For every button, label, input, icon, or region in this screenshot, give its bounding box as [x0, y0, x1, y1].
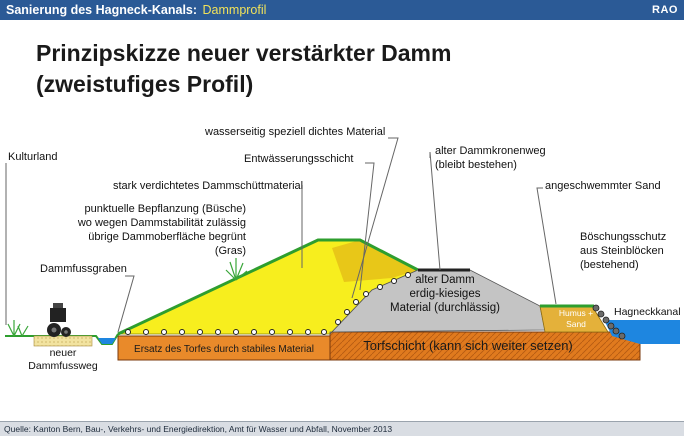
drainage-layer	[125, 272, 411, 335]
svg-text:neuer: neuer	[50, 347, 77, 359]
header-title: Sanierung des Hagneck-Kanals:	[6, 3, 198, 17]
svg-text:(bleibt bestehen): (bleibt bestehen)	[435, 159, 517, 171]
label-boeschungsschutz: Böschungsschutz aus Steinblöcken (besteh…	[580, 231, 666, 271]
svg-text:wo wegen Dammstabilität zuläss: wo wegen Dammstabilität zulässig	[77, 217, 246, 229]
label-ersatz: Ersatz des Torfes durch stabiles Materia…	[134, 344, 314, 355]
grass-cover	[117, 238, 419, 336]
dam-cross-section-diagram: Kulturland wasserseitig speziell dichtes…	[5, 126, 681, 372]
headline-line-1: Prinzipskizze neuer verstärkter Damm	[36, 40, 452, 66]
label-wasserseitig: wasserseitig speziell dichtes Material	[204, 126, 385, 138]
svg-text:Sand: Sand	[566, 319, 586, 329]
svg-text:(Gras): (Gras)	[215, 245, 246, 257]
header-subtitle: Dammprofil	[202, 3, 267, 17]
source-footer: Quelle: Kanton Bern, Bau-, Verkehrs- und…	[0, 421, 684, 436]
label-dammfussgraben: Dammfussgraben	[40, 263, 127, 275]
header-bar: Sanierung des Hagneck-Kanals: Dammprofil…	[0, 0, 684, 20]
headline-line-2: (zweistufiges Profil)	[36, 71, 254, 97]
label-kulturland: Kulturland	[8, 151, 58, 163]
ditch-water	[98, 338, 116, 344]
svg-text:Material (durchlässig): Material (durchlässig)	[390, 302, 500, 314]
label-alter-kronenweg: alter Dammkronenweg (bleibt bestehen)	[435, 145, 546, 171]
header-title-group: Sanierung des Hagneck-Kanals: Dammprofil	[6, 3, 266, 17]
svg-text:erdig-kiesiges: erdig-kiesiges	[410, 288, 481, 300]
label-alter-damm: alter Damm erdig-kiesiges Material (durc…	[390, 274, 500, 314]
leader-lines	[5, 137, 557, 333]
svg-text:alter Damm: alter Damm	[415, 274, 474, 286]
label-entwaesserung: Entwässerungsschicht	[244, 153, 353, 165]
headline: Prinzipskizze neuer verstärkter Damm (zw…	[36, 38, 596, 100]
label-angeschwemmt: angeschwemmter Sand	[545, 180, 661, 192]
svg-text:Böschungsschutz: Böschungsschutz	[580, 231, 666, 243]
peat-layer	[329, 331, 641, 361]
svg-text:übrige Dammoberfläche begrünt: übrige Dammoberfläche begrünt	[88, 231, 246, 243]
label-hagneckkanal: Hagneckkanal	[614, 306, 681, 318]
tractor-icon	[47, 303, 71, 337]
new-footpath	[33, 335, 93, 347]
svg-text:alter Dammkronenweg: alter Dammkronenweg	[435, 145, 546, 157]
riprap-stones	[592, 304, 626, 340]
svg-text:aus Steinblöcken: aus Steinblöcken	[580, 245, 664, 257]
label-verdichtet: stark verdichtetes Dammschüttmaterial	[113, 180, 303, 192]
svg-text:Dammfussweg: Dammfussweg	[28, 360, 98, 372]
svg-text:Humus +: Humus +	[559, 308, 593, 318]
svg-text:punktuelle Bepflanzung (Büsche: punktuelle Bepflanzung (Büsche)	[85, 203, 246, 215]
label-torfschicht: Torfschicht (kann sich weiter setzen)	[363, 338, 573, 353]
dense-material-zone	[332, 240, 418, 282]
label-humus-sand: Humus + Sand	[559, 308, 593, 329]
label-bepflanzung: punktuelle Bepflanzung (Büsche) wo wegen…	[77, 203, 246, 257]
label-neuer-weg: neuer Dammfussweg	[28, 347, 98, 372]
grass-tuft-icon	[7, 320, 29, 337]
bush-icon	[225, 258, 248, 281]
rao-logo: RAO	[652, 4, 678, 16]
svg-text:(bestehend): (bestehend)	[580, 259, 639, 271]
